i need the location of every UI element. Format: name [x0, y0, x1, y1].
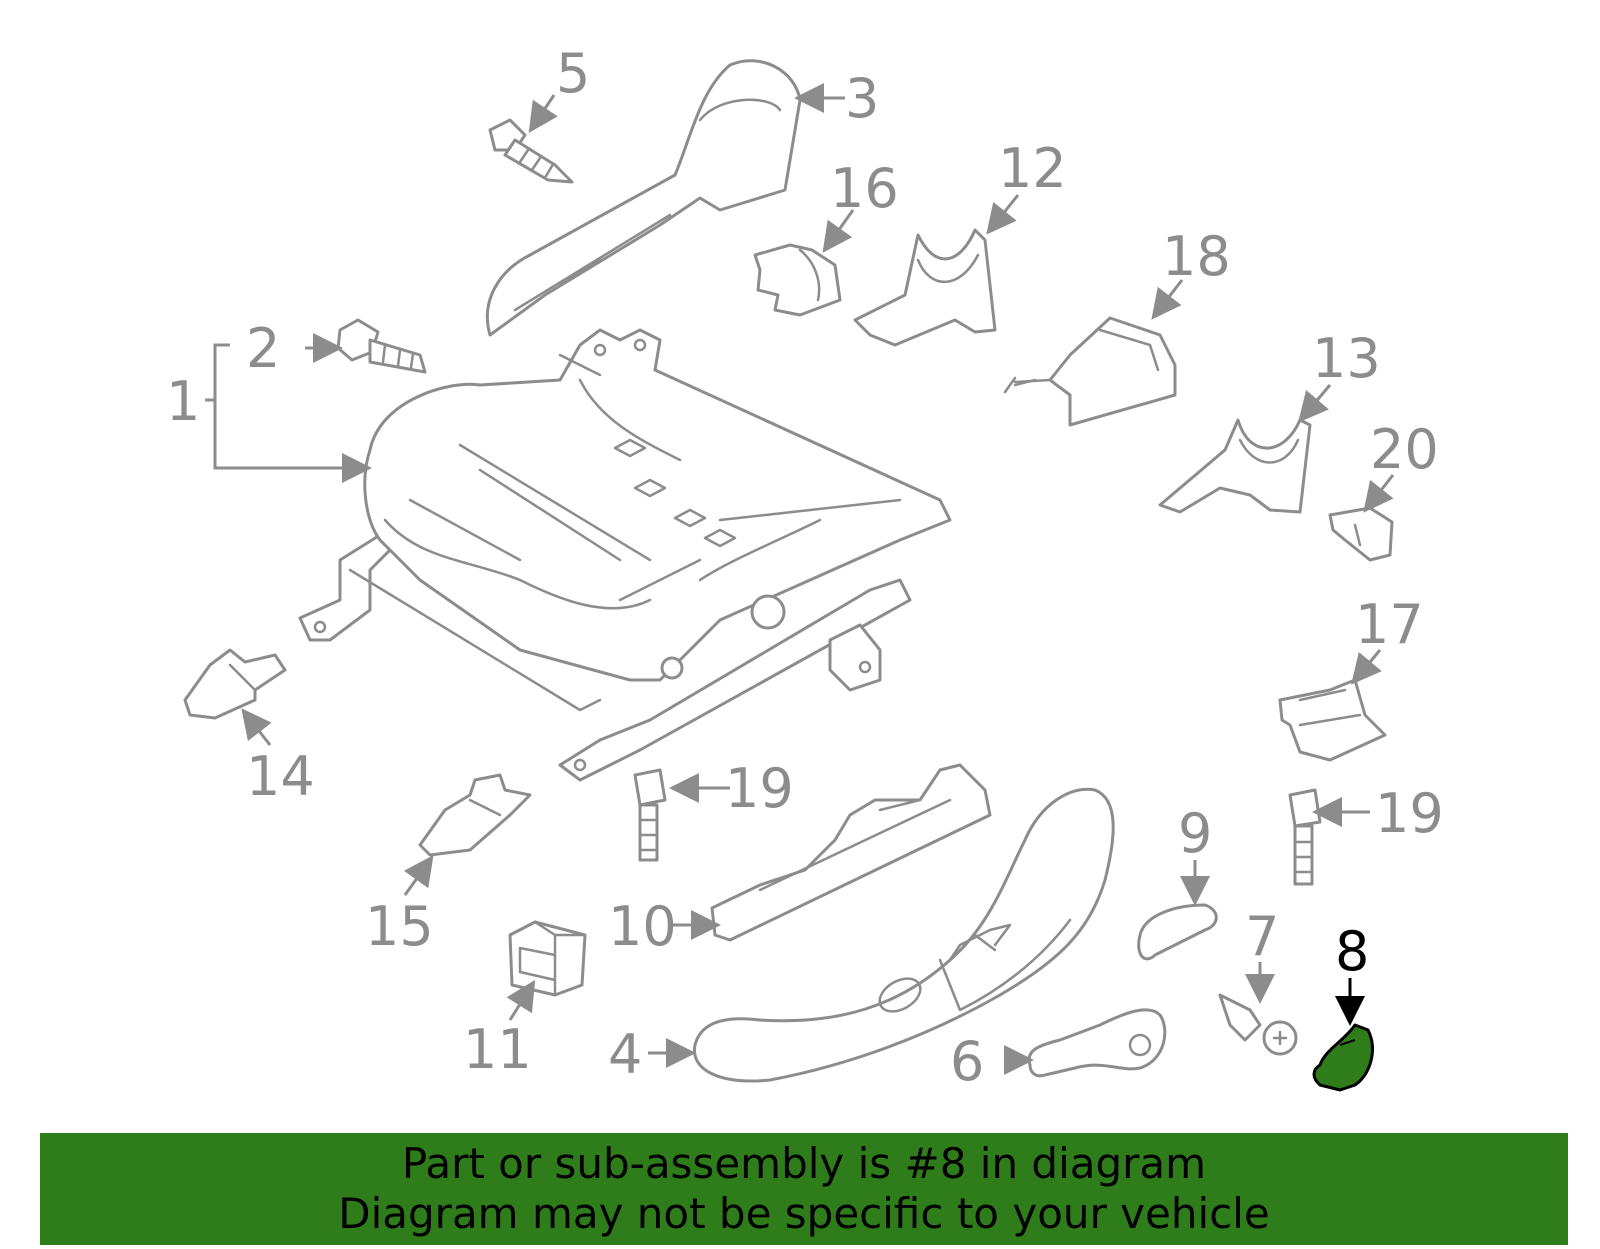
callout-3: 3 [845, 67, 879, 130]
part-10-bracket [710, 763, 992, 942]
part-2-bolt [336, 318, 427, 374]
part-20-clip [1328, 506, 1394, 562]
callout-17: 17 [1355, 593, 1424, 656]
part-1-seat-frame [298, 328, 952, 782]
part-3-side-shield [485, 59, 802, 337]
part-19-bolt-a [633, 768, 667, 862]
part-9-knob [1137, 903, 1218, 961]
callout-1: 1 [166, 370, 200, 433]
part-17-cover [1278, 678, 1387, 762]
banner-line-1: Part or sub-assembly is #8 in diagram [401, 1139, 1207, 1188]
part-13-bracket [1158, 418, 1312, 514]
callout-18: 18 [1162, 225, 1231, 288]
part-15-cover [418, 773, 532, 857]
part-5-bolt [488, 118, 574, 184]
callout-9: 9 [1178, 802, 1212, 865]
info-banner: Part or sub-assembly is #8 in diagram Di… [40, 1133, 1568, 1245]
callout-11: 11 [463, 1018, 532, 1081]
callout-15: 15 [365, 895, 434, 958]
callout-8: 8 [1335, 920, 1369, 983]
callout-2: 2 [246, 317, 280, 380]
banner-line-2: Diagram may not be specific to your vehi… [338, 1189, 1270, 1238]
callout-13: 13 [1312, 327, 1381, 390]
callout-16: 16 [830, 157, 899, 220]
callout-12: 12 [998, 137, 1067, 200]
part-6-lever [1027, 1008, 1167, 1078]
part-14-cover [183, 648, 287, 720]
part-11-switch [508, 920, 587, 997]
part-4-side-shield [692, 787, 1115, 1083]
callout-19a: 19 [725, 757, 794, 820]
part-19-bolt-b [1288, 788, 1322, 886]
callout-19b: 19 [1375, 782, 1444, 845]
part-16-cover [753, 243, 842, 317]
callout-4: 4 [608, 1023, 642, 1086]
callout-20: 20 [1370, 418, 1439, 481]
callout-5: 5 [556, 42, 590, 105]
part-18-switch-bracket [1003, 316, 1177, 427]
part-8-cover-highlighted [1312, 1023, 1374, 1092]
callout-6: 6 [950, 1030, 984, 1093]
callout-labels: 5 3 16 12 18 2 1 13 20 17 14 19 19 9 15 … [166, 42, 1444, 1093]
callout-10: 10 [608, 895, 677, 958]
callout-14: 14 [246, 745, 315, 808]
part-7-screw [1218, 993, 1298, 1056]
part-12-bracket [853, 228, 997, 347]
leader-lines [205, 83, 1395, 1075]
callout-7: 7 [1245, 905, 1279, 968]
